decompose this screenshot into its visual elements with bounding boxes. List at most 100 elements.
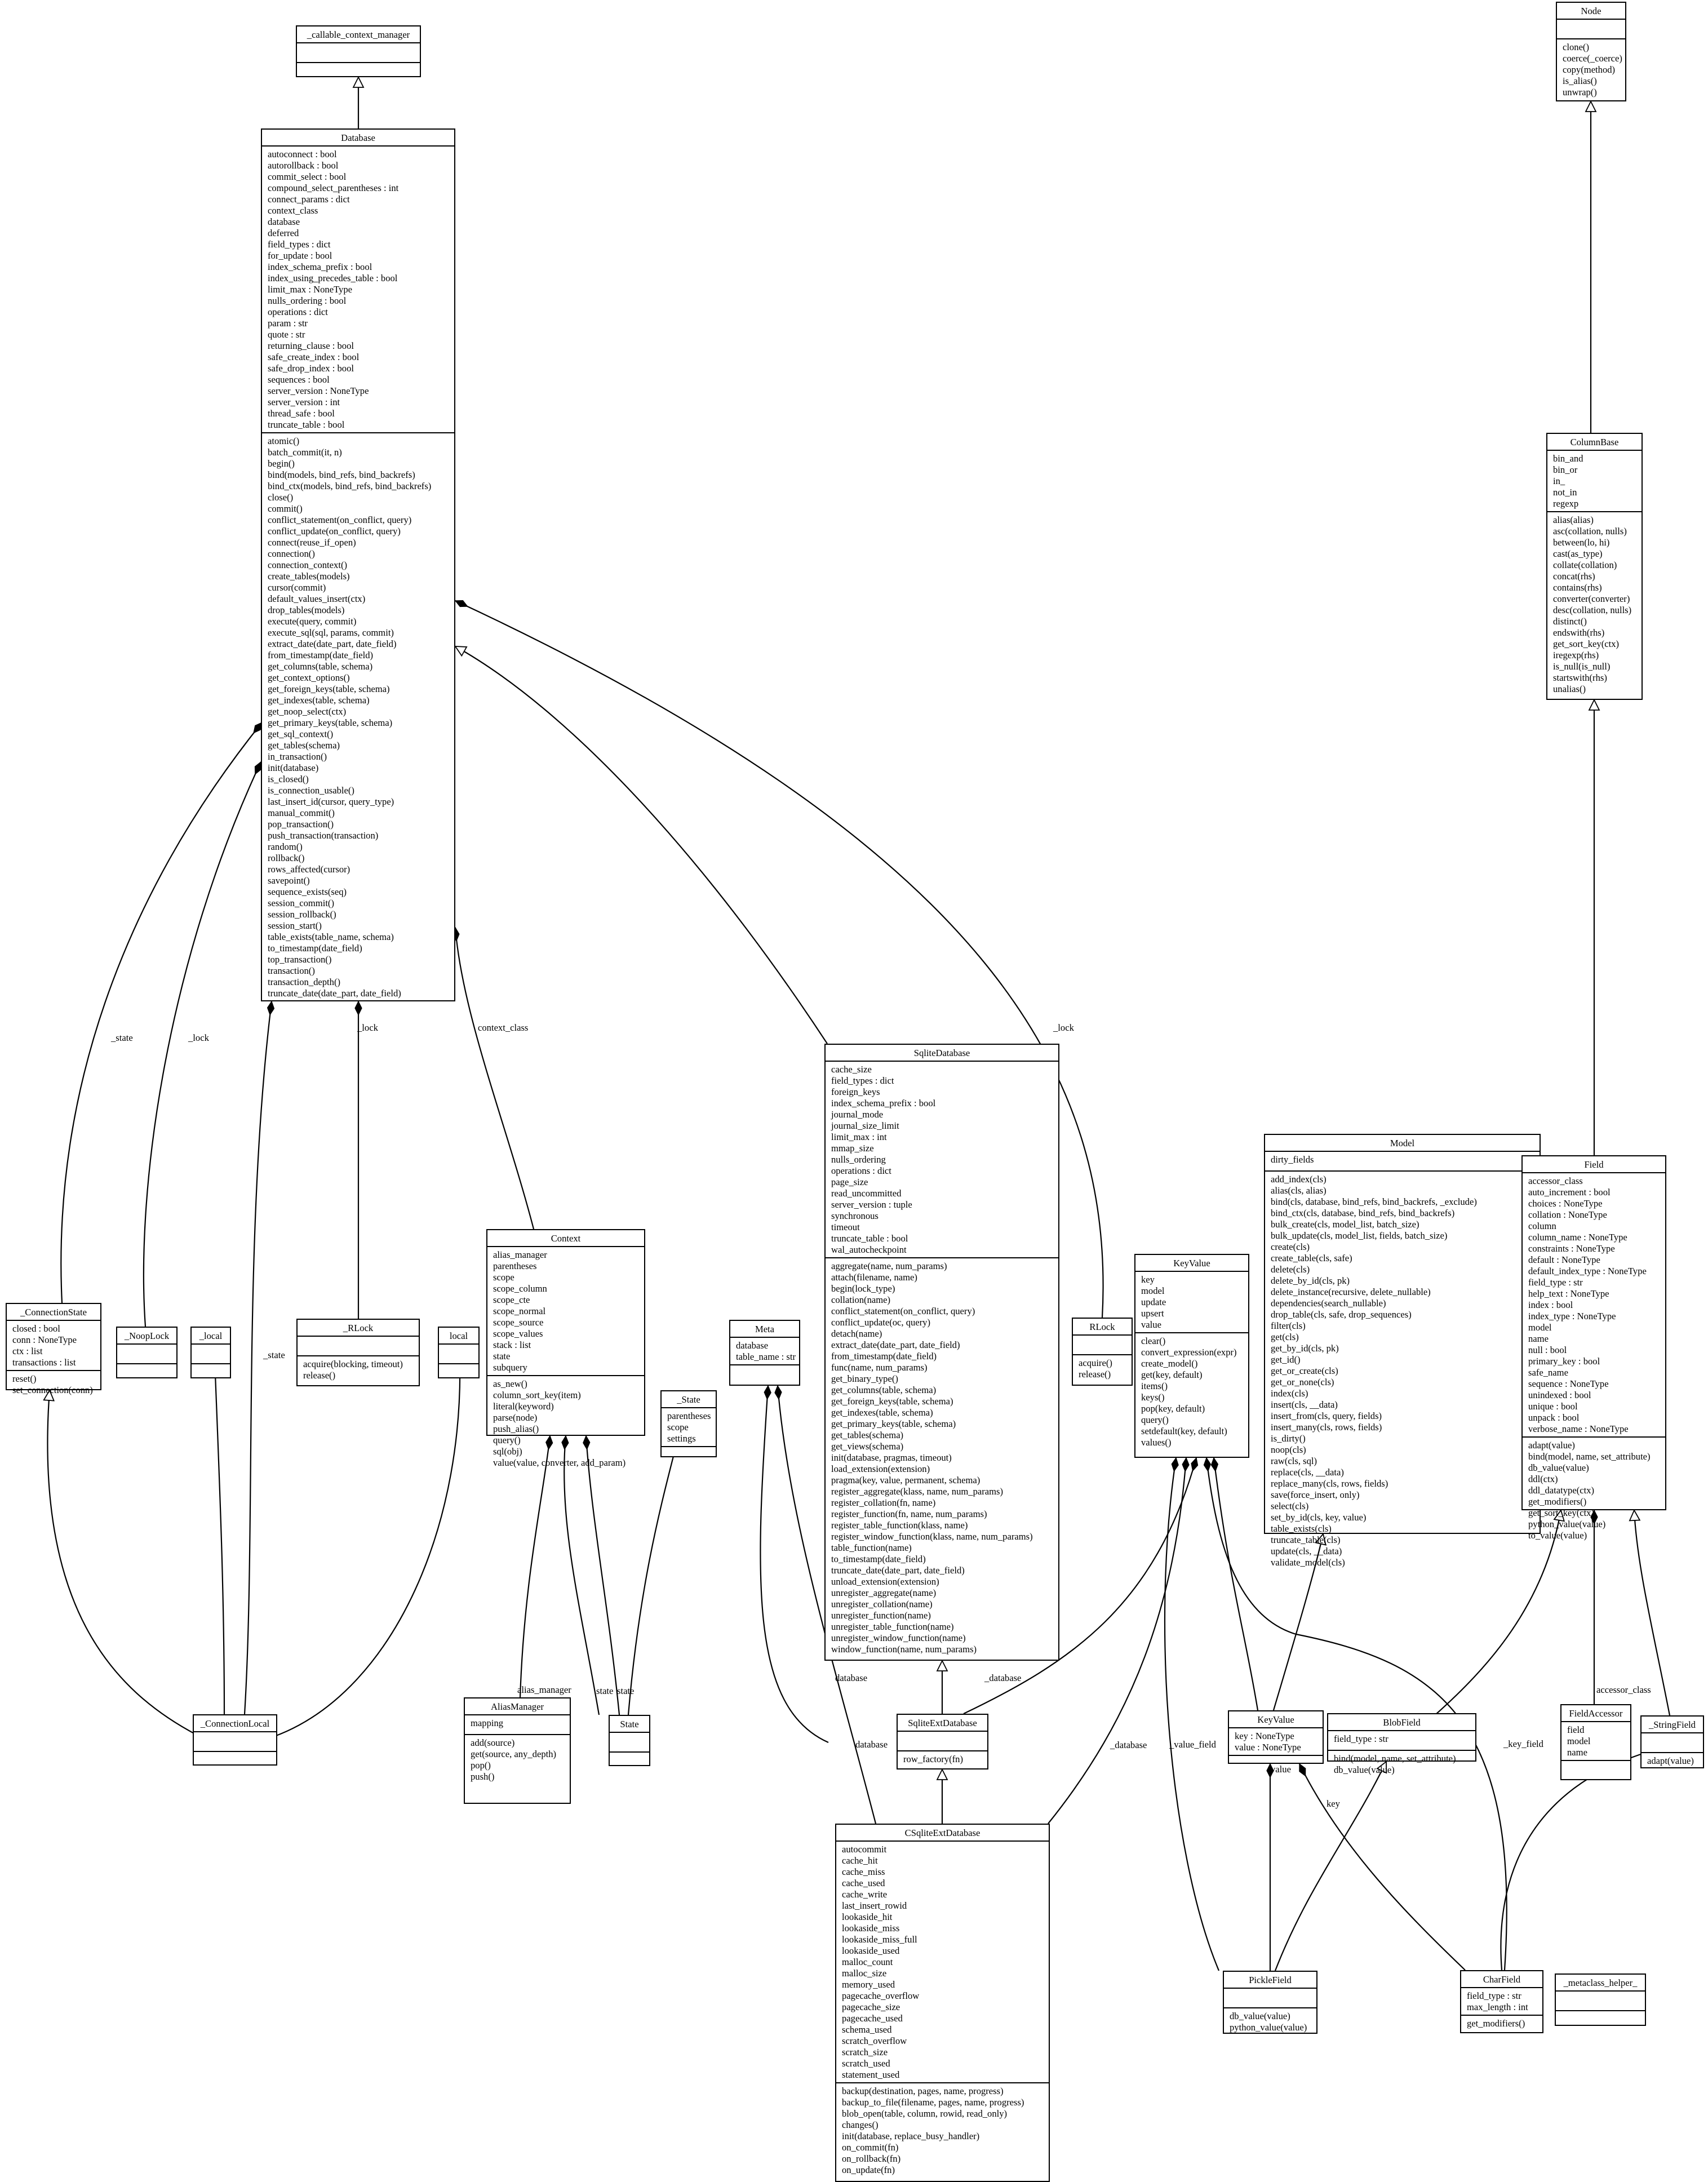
method: delete(cls) bbox=[1271, 1264, 1310, 1275]
attribute: mmap_size bbox=[831, 1143, 874, 1154]
method: init(database, replace_busy_handler) bbox=[842, 2131, 980, 2141]
class-name: Model bbox=[1265, 1135, 1540, 1152]
attribute: subquery bbox=[493, 1362, 527, 1373]
attribute: pagecache_overflow bbox=[842, 1990, 920, 2001]
method: detach(name) bbox=[831, 1328, 882, 1339]
method: drop_table(cls, safe, drop_sequences) bbox=[1271, 1309, 1412, 1320]
method: connection_context() bbox=[268, 560, 347, 570]
attribute-section bbox=[1224, 1989, 1316, 2008]
method: bind(models, bind_refs, bind_backrefs) bbox=[268, 469, 415, 480]
method: create(cls) bbox=[1271, 1241, 1310, 1252]
method: endswith(rhs) bbox=[1553, 627, 1605, 638]
method: session_rollback() bbox=[268, 909, 336, 920]
class-nooplock: _NoopLock bbox=[116, 1327, 178, 1378]
attribute: synchronous bbox=[831, 1210, 879, 1221]
attribute: scope bbox=[493, 1272, 514, 1283]
attribute: cache_miss bbox=[842, 1866, 885, 1877]
method: get_id() bbox=[1271, 1354, 1301, 1365]
attribute: mapping bbox=[471, 1718, 504, 1728]
method: adapt(value) bbox=[1647, 1755, 1694, 1766]
method: aggregate(name, num_params) bbox=[831, 1261, 947, 1271]
attribute: table_name : str bbox=[736, 1351, 796, 1362]
attribute: default_index_type : NoneType bbox=[1528, 1266, 1647, 1276]
attribute: context_class bbox=[268, 205, 318, 216]
attribute: field_types : dict bbox=[831, 1075, 894, 1086]
method: transaction() bbox=[268, 965, 315, 976]
edge-label: _lock bbox=[357, 1022, 378, 1033]
method: get_tables(schema) bbox=[831, 1430, 904, 1440]
edge-stringfield-field bbox=[1629, 1509, 1671, 1716]
method: setdefault(key, default) bbox=[1141, 1426, 1227, 1436]
attribute: cache_used bbox=[842, 1878, 885, 1888]
edge-label: state bbox=[596, 1686, 614, 1696]
attribute: operations : dict bbox=[831, 1165, 891, 1176]
method: on_rollback(fn) bbox=[842, 2153, 901, 2164]
method: pop(key, default) bbox=[1141, 1403, 1205, 1414]
method: get_indexes(table, schema) bbox=[268, 695, 370, 706]
method: parse(node) bbox=[493, 1412, 538, 1423]
method: between(lo, hi) bbox=[1553, 537, 1610, 548]
attribute-section bbox=[1556, 1992, 1645, 2011]
class-name: Context bbox=[487, 1230, 644, 1247]
attribute: conn : NoneType bbox=[12, 1334, 77, 1345]
attribute: model bbox=[1567, 1736, 1591, 1746]
attribute-section bbox=[898, 1732, 987, 1751]
attribute-section bbox=[610, 1733, 649, 1753]
method: init(database, pragmas, timeout) bbox=[831, 1452, 952, 1463]
attribute: cache_size bbox=[831, 1064, 872, 1075]
method-section: reset()set_connection(conn) bbox=[7, 1371, 100, 1398]
attribute: max_length : int bbox=[1467, 2002, 1528, 2012]
method-section bbox=[117, 1364, 176, 1383]
class-name: KeyValue bbox=[1135, 1255, 1248, 1272]
attribute: database bbox=[736, 1340, 769, 1351]
edge-csqliteext-keyvalue bbox=[1048, 1458, 1186, 1824]
edge-label: _value_field bbox=[1169, 1739, 1216, 1750]
method: blob_open(table, column, rowid, read_onl… bbox=[842, 2108, 1008, 2119]
attribute: default : NoneType bbox=[1528, 1254, 1600, 1265]
method: get_indexes(table, schema) bbox=[831, 1407, 933, 1418]
method-section bbox=[1229, 1756, 1323, 1775]
method: ddl_datatype(ctx) bbox=[1528, 1485, 1595, 1496]
method: python_value(value) bbox=[1230, 2022, 1307, 2033]
method: create_tables(models) bbox=[268, 571, 350, 582]
attribute: operations : dict bbox=[268, 307, 328, 317]
method: get_views(schema) bbox=[831, 1441, 904, 1452]
class-metaclass: _metaclass_helper_ bbox=[1555, 1973, 1646, 2026]
method: delete_by_id(cls, pk) bbox=[1271, 1275, 1350, 1286]
attribute: lookaside_hit bbox=[842, 1912, 893, 1922]
attribute: index_schema_prefix : bool bbox=[268, 261, 372, 272]
class-name: local bbox=[439, 1328, 478, 1345]
method: desc(collation, nulls) bbox=[1553, 605, 1632, 615]
edge-context-database bbox=[455, 928, 535, 1230]
class-name: KeyValue bbox=[1229, 1711, 1323, 1728]
attribute: server_version : tuple bbox=[831, 1199, 912, 1210]
attribute: read_uncommitted bbox=[831, 1188, 902, 1199]
method: acquire(blocking, timeout) bbox=[303, 1359, 403, 1369]
method: get(key, default) bbox=[1141, 1369, 1203, 1380]
method: replace_many(cls, rows, fields) bbox=[1271, 1478, 1388, 1489]
attribute: null : bool bbox=[1528, 1345, 1567, 1355]
edge-connstate-connlocal bbox=[43, 1389, 198, 1736]
attribute: schema_used bbox=[842, 2024, 892, 2035]
method: bind_ctx(models, bind_refs, bind_backref… bbox=[268, 481, 432, 491]
method: bulk_create(cls, model_list, batch_size) bbox=[1271, 1219, 1419, 1230]
method: sequence_exists(seq) bbox=[268, 886, 347, 897]
method: save(force_insert, only) bbox=[1271, 1489, 1360, 1500]
method: unalias() bbox=[1553, 684, 1586, 694]
edge-keyvalue2-model bbox=[1272, 1533, 1327, 1711]
attribute: cache_write bbox=[842, 1889, 888, 1900]
attribute: thread_safe : bool bbox=[268, 408, 335, 419]
method: concat(rhs) bbox=[1553, 571, 1595, 582]
attribute: limit_max : NoneType bbox=[268, 284, 352, 295]
method: close() bbox=[268, 492, 294, 503]
method: get_columns(table, schema) bbox=[831, 1385, 937, 1395]
attribute: nulls_ordering bbox=[831, 1154, 886, 1165]
